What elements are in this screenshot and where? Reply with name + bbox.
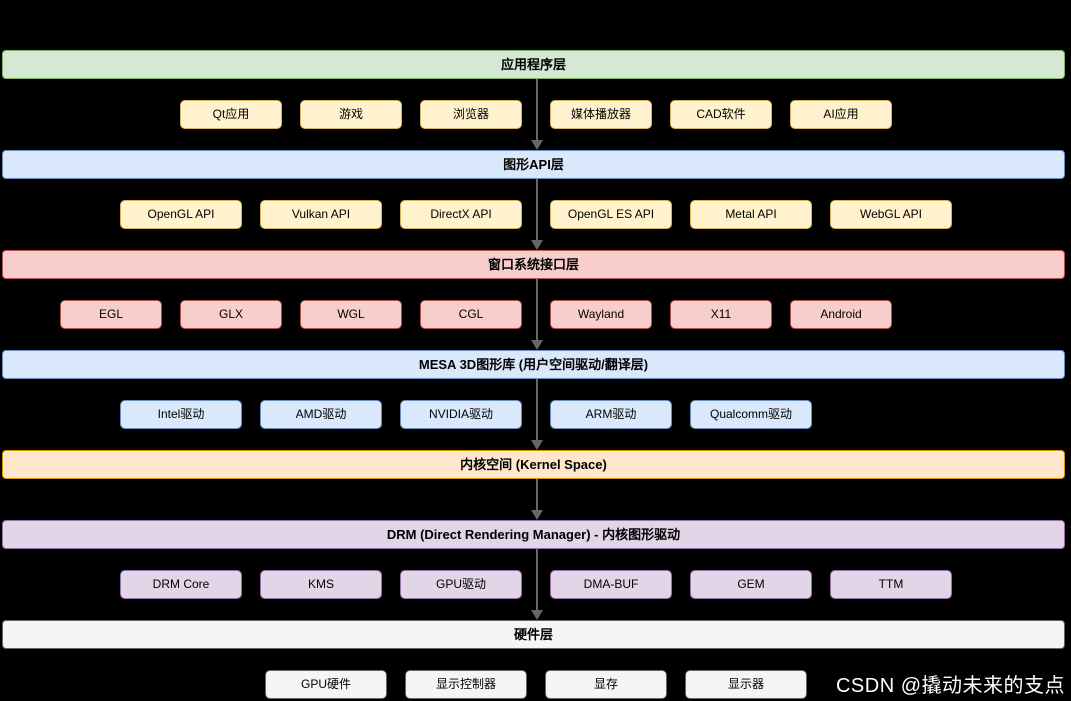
banner-kernel-space-layer: 内核空间 (Kernel Space) — [2, 450, 1065, 479]
node-box: EGL — [60, 300, 162, 329]
arrow-down-icon — [531, 340, 543, 350]
node-box: GPU硬件 — [265, 670, 387, 699]
node-box: ARM驱动 — [550, 400, 672, 429]
csdn-watermark: CSDN @撬动未来的支点 — [835, 675, 1065, 697]
node-box: WGL — [300, 300, 402, 329]
node-box: DMA-BUF — [550, 570, 672, 599]
node-box: DirectX API — [400, 200, 522, 229]
node-box: OpenGL ES API — [550, 200, 672, 229]
flow-arrow-line — [536, 549, 538, 611]
node-box: KMS — [260, 570, 382, 599]
arrow-down-icon — [531, 240, 543, 250]
node-box: Vulkan API — [260, 200, 382, 229]
banner-hardware-layer: 硬件层 — [2, 620, 1065, 649]
arrow-down-icon — [531, 610, 543, 620]
node-box: GPU驱动 — [400, 570, 522, 599]
node-box: DRM Core — [120, 570, 242, 599]
banner-drm-layer: DRM (Direct Rendering Manager) - 内核图形驱动 — [2, 520, 1065, 549]
node-box: OpenGL API — [120, 200, 242, 229]
node-box: GLX — [180, 300, 282, 329]
node-box: NVIDIA驱动 — [400, 400, 522, 429]
node-box: Qt应用 — [180, 100, 282, 129]
banner-mesa-layer: MESA 3D图形库 (用户空间驱动/翻译层) — [2, 350, 1065, 379]
node-box: 显示器 — [685, 670, 807, 699]
flow-arrow-line — [536, 79, 538, 141]
node-box: AMD驱动 — [260, 400, 382, 429]
banner-window-system-interface-layer: 窗口系统接口层 — [2, 250, 1065, 279]
node-box: X11 — [670, 300, 772, 329]
arrow-down-icon — [531, 140, 543, 150]
flow-arrow-line — [536, 279, 538, 341]
node-box: 游戏 — [300, 100, 402, 129]
node-box: Intel驱动 — [120, 400, 242, 429]
banner-graphics-api-layer: 图形API层 — [2, 150, 1065, 179]
flow-arrow-line — [536, 179, 538, 241]
node-box: CGL — [420, 300, 522, 329]
node-box: TTM — [830, 570, 952, 599]
node-box: Android — [790, 300, 892, 329]
node-box: Qualcomm驱动 — [690, 400, 812, 429]
arrow-down-icon — [531, 440, 543, 450]
node-box: Metal API — [690, 200, 812, 229]
arrow-down-icon — [531, 510, 543, 520]
node-box: 显存 — [545, 670, 667, 699]
node-box: Wayland — [550, 300, 652, 329]
node-box: CAD软件 — [670, 100, 772, 129]
node-box: AI应用 — [790, 100, 892, 129]
flow-arrow-line — [536, 479, 538, 511]
flow-arrow-line — [536, 379, 538, 441]
banner-application-layer: 应用程序层 — [2, 50, 1065, 79]
node-box: GEM — [690, 570, 812, 599]
node-box: 显示控制器 — [405, 670, 527, 699]
node-box: WebGL API — [830, 200, 952, 229]
node-box: 媒体播放器 — [550, 100, 652, 129]
node-box: 浏览器 — [420, 100, 522, 129]
